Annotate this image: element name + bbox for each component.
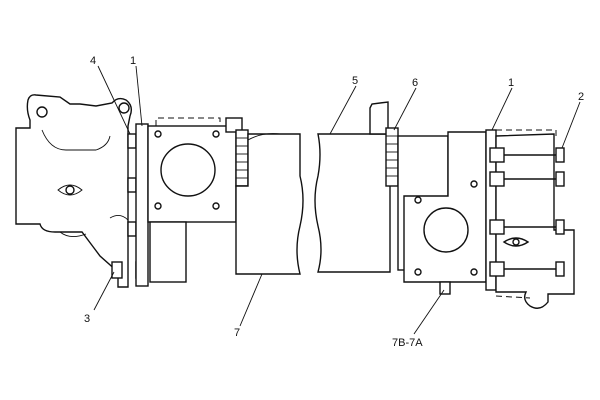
left-flange-plate [135, 117, 243, 287]
callout-leaders [93, 65, 581, 335]
left-clamp [235, 129, 249, 187]
left-manifold [15, 94, 133, 288]
callout-4: 4 [90, 55, 96, 67]
callout-7b-7a: 7B-7A [392, 337, 423, 349]
callout-6: 6 [412, 77, 418, 89]
left-pipe [235, 133, 304, 275]
callout-2: 2 [578, 91, 584, 103]
callout-7: 7 [234, 327, 240, 339]
right-manifold [485, 129, 575, 309]
right-elbow [397, 131, 487, 295]
right-pipe [314, 101, 391, 273]
callout-1-right: 1 [508, 77, 514, 89]
callout-3: 3 [84, 313, 90, 325]
right-clamp [385, 127, 399, 187]
callout-5: 5 [352, 75, 358, 87]
callout-1-left: 1 [130, 55, 136, 67]
